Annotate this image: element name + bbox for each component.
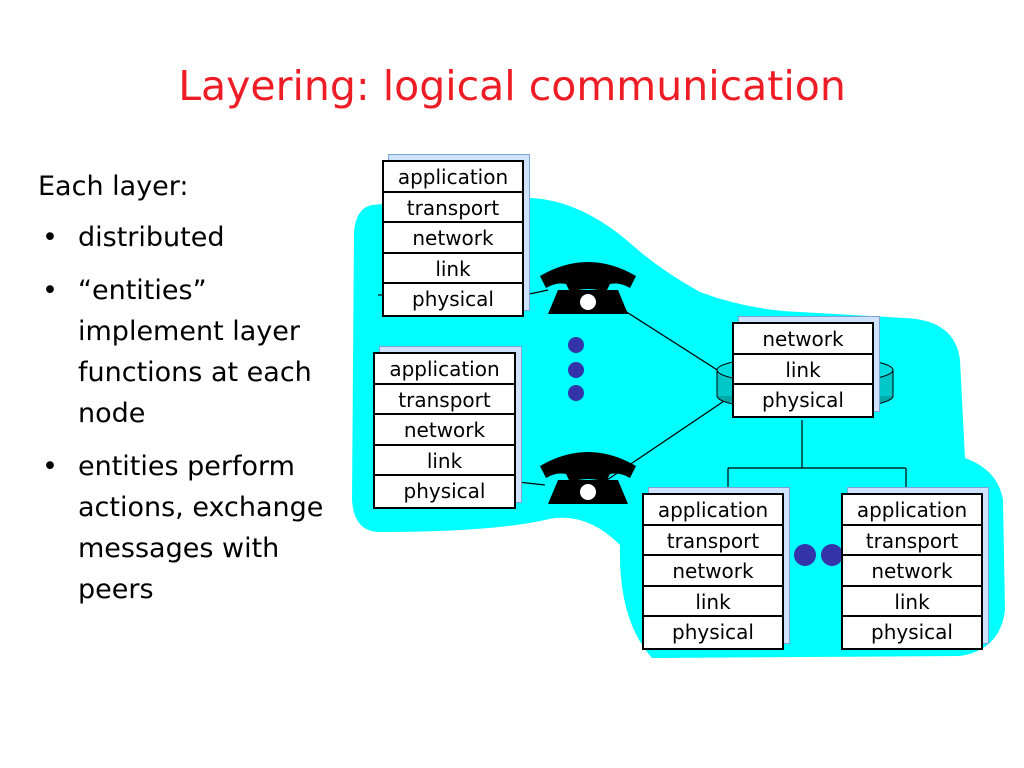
layer-application: application — [384, 162, 522, 193]
router-stack: network link physical — [732, 316, 880, 418]
layer-transport: transport — [644, 526, 782, 556]
layer-link: link — [734, 355, 872, 385]
layer-link: link — [843, 587, 981, 617]
bullet-item: •“entities” implement layer functions at… — [42, 275, 312, 429]
layer-application: application — [843, 495, 981, 526]
bullet-item: •entities perform actions, exchange mess… — [42, 451, 324, 605]
telephone-icon — [540, 262, 636, 314]
layer-network: network — [734, 324, 872, 355]
host-stack-top-left: application transport network link physi… — [382, 154, 530, 317]
intro-text: Each layer: — [38, 171, 189, 202]
layer-physical: physical — [762, 388, 844, 412]
layer-physical: physical — [672, 620, 754, 644]
layer-transport: transport — [843, 526, 981, 556]
layer-network: network — [375, 415, 514, 446]
layer-network: network — [843, 556, 981, 587]
bullet-list: Each layer: •distributed •“entities” imp… — [38, 166, 338, 622]
layer-transport: transport — [375, 385, 514, 415]
host-stack-mid-left: application transport network link physi… — [373, 346, 522, 509]
layer-application: application — [375, 354, 514, 385]
ellipsis-dots-icon — [568, 337, 843, 566]
bullet-item: •distributed — [42, 222, 225, 253]
host-stack-bottom-right: application transport network link physi… — [841, 487, 989, 650]
layer-physical: physical — [403, 479, 486, 503]
layer-network: network — [644, 556, 782, 587]
slide-title: Layering: logical communication — [178, 62, 846, 110]
layer-application: application — [644, 495, 782, 526]
host-stack-bottom-mid: application transport network link physi… — [642, 487, 790, 650]
layer-network: network — [384, 223, 522, 254]
layer-link: link — [375, 446, 514, 476]
telephone-icon — [540, 452, 636, 504]
layer-physical: physical — [871, 620, 953, 644]
layer-link: link — [644, 587, 782, 617]
layer-link: link — [384, 254, 522, 284]
layer-transport: transport — [384, 193, 522, 223]
layer-physical: physical — [412, 287, 494, 311]
